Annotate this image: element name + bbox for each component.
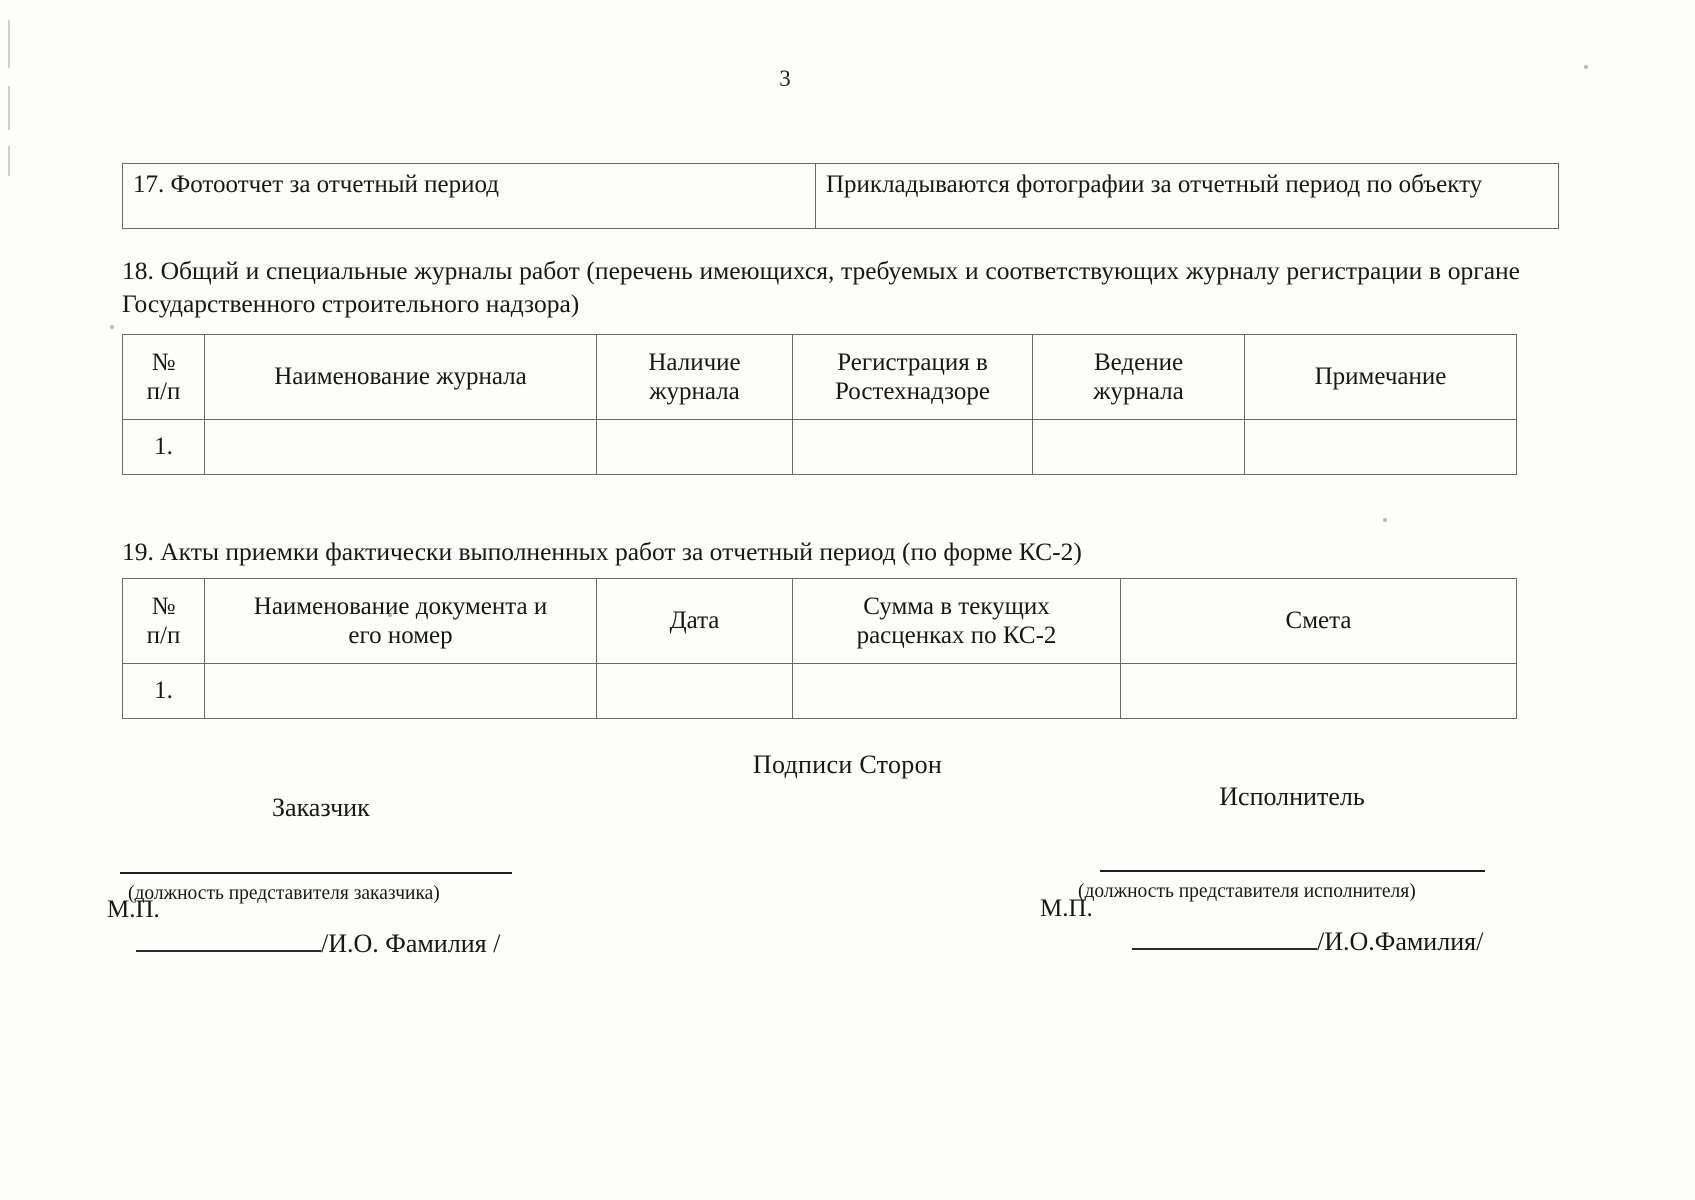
journals-header-presence: Наличие журнала (596, 334, 793, 420)
table-header-row: № п/п Наименование журнала Наличие журна… (122, 334, 1517, 420)
customer-signature-block: (должность представителя заказчика) /И.О… (120, 872, 640, 959)
acts-header-num: № п/п (122, 578, 205, 664)
journals-table: № п/п Наименование журнала Наличие журна… (122, 334, 1517, 475)
table-row: 17. Фотоотчет за отчетный период Приклад… (122, 163, 1559, 229)
journals-header-num: № п/п (122, 334, 205, 420)
acts-header-amount-line2: расценках по КС-2 (856, 622, 1057, 649)
acts-cell-amount[interactable] (792, 663, 1121, 719)
contractor-name-placeholder: /И.О.Фамилия/ (1317, 926, 1484, 956)
acts-header-document-line2: его номер (348, 622, 453, 649)
journals-header-registration: Регистрация в Ростехнадзоре (792, 334, 1033, 420)
customer-party-label: Заказчик (272, 793, 370, 822)
customer-role-caption: (должность представителя заказчика) (128, 883, 440, 905)
journals-cell-registration[interactable] (792, 419, 1033, 475)
customer-name-line: /И.О. Фамилия / (120, 929, 640, 959)
journals-cell-presence[interactable] (596, 419, 793, 475)
journals-cell-note[interactable] (1244, 419, 1517, 475)
contractor-role-rule (1100, 870, 1485, 873)
acceptance-acts-table: № п/п Наименование документа и его номер… (122, 578, 1517, 719)
acts-header-document: Наименование документа и его номер (204, 578, 597, 664)
contractor-name-line: /И.О.Фамилия/ (1072, 927, 1592, 957)
scan-artifact (8, 146, 10, 176)
journals-header-presence-line1: Наличие (648, 348, 741, 376)
journals-header-presence-line2: журнала (649, 378, 740, 405)
scan-speck (1584, 65, 1588, 69)
table-header-row: № п/п Наименование документа и его номер… (122, 578, 1517, 664)
contractor-signature-block: (должность представителя исполнителя) /И… (1072, 870, 1592, 957)
journals-header-maintenance-line2: журнала (1093, 378, 1184, 405)
scan-speck (110, 325, 114, 329)
journals-header-registration-line2: Ростехнадзоре (834, 378, 991, 405)
journals-header-num-line2: п/п (146, 378, 181, 405)
acts-cell-date[interactable] (596, 663, 793, 719)
journals-header-registration-line1: Регистрация в (837, 348, 988, 376)
acts-header-amount-line1: Сумма в текущих (863, 592, 1050, 620)
customer-signature-field[interactable] (136, 930, 321, 952)
photo-report-value: Прикладываются фотографии за отчетный пе… (815, 163, 1559, 229)
journals-paragraph: 18. Общий и специальные журналы работ (п… (122, 256, 1520, 319)
journals-header-num-line1: № (151, 348, 176, 376)
customer-stamp-mark: М.П. (107, 896, 160, 923)
journals-cell-num: 1. (122, 419, 205, 475)
acts-header-amount: Сумма в текущих расценках по КС-2 (792, 578, 1121, 664)
journals-header-maintenance-line1: Ведение (1093, 348, 1184, 376)
table-row: 1. (122, 663, 1517, 719)
customer-name-placeholder: /И.О. Фамилия / (321, 928, 501, 958)
scan-artifact (8, 20, 10, 68)
acceptance-acts-paragraph: 19. Акты приемки фактически выполненных … (122, 537, 1082, 566)
contractor-stamp-mark: М.П. (1040, 895, 1093, 922)
journals-header-note: Примечание (1244, 334, 1517, 420)
contractor-role-caption: (должность представителя исполнителя) (1078, 881, 1416, 903)
signatures-title: Подписи Сторон (752, 750, 943, 779)
journals-header-maintenance: Ведение журнала (1032, 334, 1245, 420)
acts-header-num-line2: п/п (146, 622, 181, 649)
contractor-signature-field[interactable] (1132, 928, 1317, 950)
journals-header-name: Наименование журнала (204, 334, 597, 420)
customer-role-rule (120, 872, 512, 875)
acts-cell-estimate[interactable] (1120, 663, 1517, 719)
scan-speck (1383, 518, 1387, 522)
page-number: 3 (779, 66, 791, 91)
photo-report-table: 17. Фотоотчет за отчетный период Приклад… (122, 163, 1559, 229)
photo-report-label: 17. Фотоотчет за отчетный период (122, 163, 816, 229)
table-row: 1. (122, 419, 1517, 475)
acts-header-estimate: Смета (1120, 578, 1517, 664)
journals-cell-maintenance[interactable] (1032, 419, 1245, 475)
acts-header-num-line1: № (151, 592, 176, 620)
journals-cell-name[interactable] (204, 419, 597, 475)
contractor-party-label: Исполнитель (1219, 782, 1365, 811)
acts-header-date: Дата (596, 578, 793, 664)
acts-cell-num: 1. (122, 663, 205, 719)
acts-header-document-line1: Наименование документа и (253, 592, 548, 620)
acts-cell-document[interactable] (204, 663, 597, 719)
scan-artifact (8, 86, 10, 130)
